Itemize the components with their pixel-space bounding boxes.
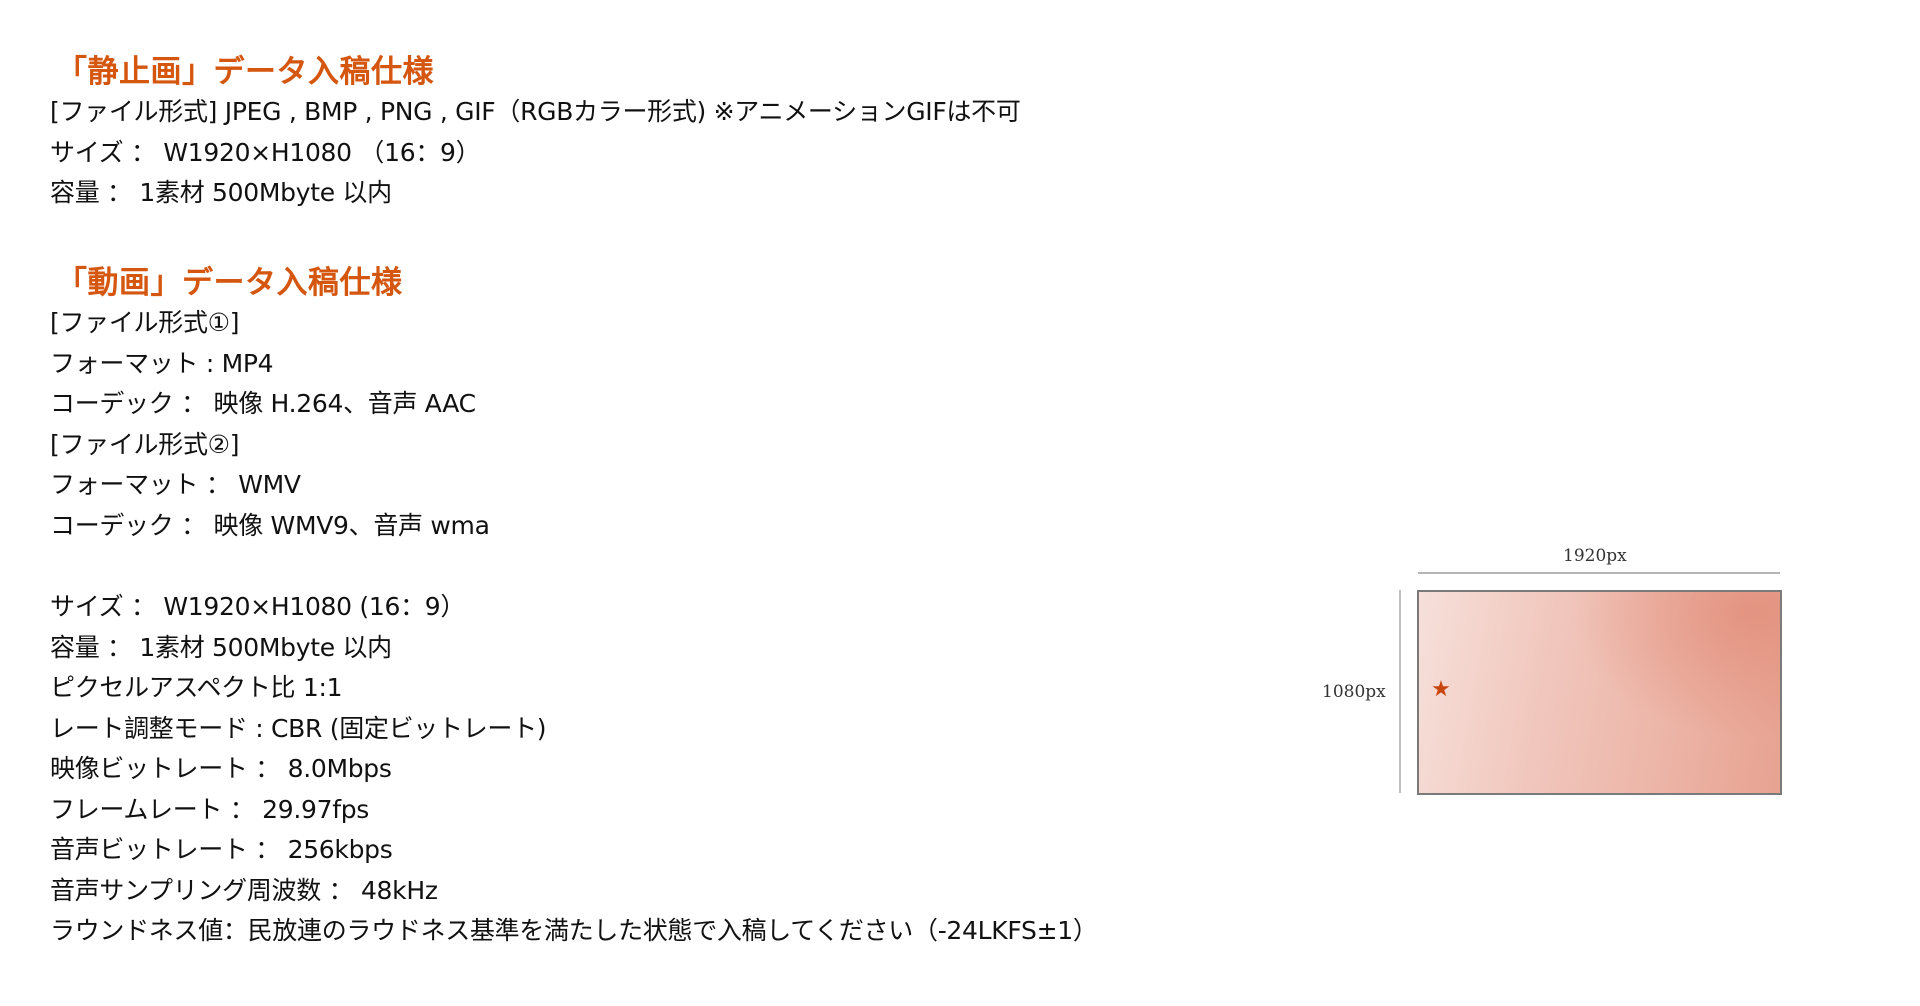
still-image-spec-section: 「静止画」データ入稿仕様 [ファイル形式] JPEG , BMP , PNG ,…	[50, 52, 1330, 214]
video-bitrate-line: 映像ビットレート ： 8.0Mbps	[50, 754, 392, 783]
audio-bitrate-line: 音声ビットレート ： 256kbps	[50, 835, 393, 864]
video-format-1: [ファイル形式①] フォーマット : MP4 コーデック ： 映像 H.264、…	[50, 303, 1330, 425]
width-dimension-label: 1920px	[1563, 546, 1627, 566]
screen-frame	[1417, 590, 1782, 795]
spacer	[50, 546, 1330, 587]
format-1-codec: コーデック ： 映像 H.264、音声 AAC	[50, 389, 476, 418]
still-image-heading: 「静止画」データ入稿仕様	[56, 54, 434, 90]
video-spec-section: 「動画」データ入稿仕様 [ファイル形式①] フォーマット : MP4 コーデック…	[50, 263, 1330, 952]
audio-sampling-line: 音声サンプリング周波数 ： 48kHz	[50, 875, 438, 905]
height-dimension-label: 1080px	[1322, 682, 1386, 702]
pixel-aspect-line: ピクセルアスペクト比 1:1	[50, 673, 343, 702]
still-size-line: サイズ ： W1920×H1080 （16：9）	[50, 137, 481, 167]
format-1-container: フォーマット : MP4	[50, 348, 274, 378]
format-2-codec: コーデック ： 映像 WMV9、音声 wma	[50, 510, 490, 540]
loudness-line: ラウンドネス値：民放連のラウドネス基準を満たした状態で入稿してください（-24L…	[50, 916, 1098, 945]
format-2-container: フォーマット ： WMV	[50, 470, 301, 499]
video-specs-list: サイズ ： W1920×H1080 (16：9） 容量 ： 1素材 500Mby…	[50, 587, 1330, 952]
format-2-label: [ファイル形式②]	[50, 429, 240, 459]
video-size-line: サイズ ： W1920×H1080 (16：9）	[50, 592, 466, 621]
still-capacity-line: 容量 ： 1素材 500Mbyte 以内	[50, 178, 392, 207]
video-format-2: [ファイル形式②] フォーマット ： WMV コーデック ： 映像 WMV9、音…	[50, 425, 1330, 547]
height-dimension-line	[1399, 590, 1401, 793]
format-1-label: [ファイル形式①]	[50, 308, 240, 337]
rate-control-line: レート調整モード : CBR (固定ビットレート)	[50, 713, 547, 743]
resolution-diagram: 1920px 1080px ★	[1300, 530, 1820, 820]
video-capacity-line: 容量 ： 1素材 500Mbyte 以内	[50, 632, 392, 662]
still-file-format-line: [ファイル形式] JPEG , BMP , PNG , GIF（RGBカラー形式…	[50, 97, 1021, 126]
star-icon: ★	[1431, 677, 1451, 702]
width-dimension-line	[1418, 572, 1780, 574]
video-heading: 「動画」データ入稿仕様	[56, 265, 403, 301]
frame-rate-line: フレームレート ： 29.97fps	[50, 794, 370, 824]
